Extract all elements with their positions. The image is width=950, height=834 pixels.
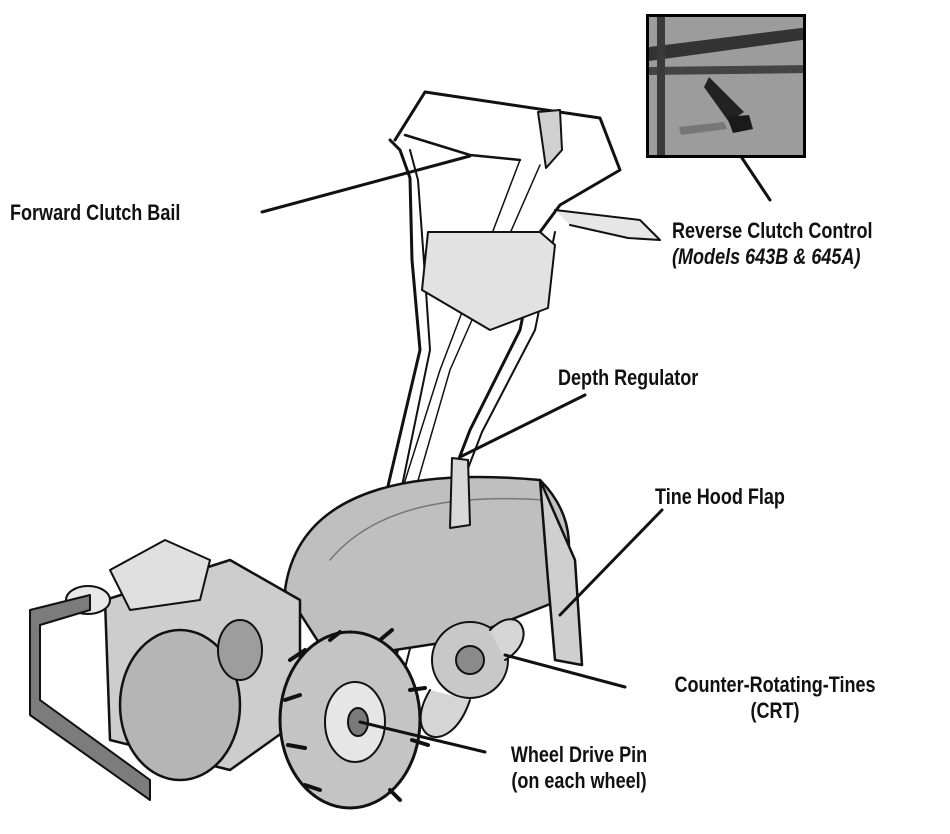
leader-forward-clutch-bail [260, 154, 472, 214]
reverse-clutch-models-text: (Models 643B & 645A) [672, 244, 861, 269]
leader-depth-regulator [458, 393, 587, 459]
wheel [278, 628, 430, 810]
label-reverse-clutch-control: Reverse Clutch Control (Models 643B & 64… [672, 218, 872, 270]
leader-tine-hood-flap [558, 508, 664, 617]
leader-wheel-drive-pin [358, 720, 487, 754]
tine-hood [283, 475, 571, 662]
forward-clutch-bail [403, 133, 522, 162]
label-tine-hood-flap: Tine Hood Flap [655, 484, 785, 509]
dash-panel [421, 231, 556, 331]
wheel-pin-line1: Wheel Drive Pin [510, 742, 648, 767]
wheel-pin-line2: (on each wheel) [511, 768, 647, 793]
counter-rotating-tines [419, 618, 525, 738]
handlebar-frame [393, 90, 622, 234]
crt-line1: Counter-Rotating-Tines [674, 672, 876, 697]
crt-line2: (CRT) [750, 698, 800, 723]
tine-hood-flap [538, 478, 584, 667]
depth-regulator-lever [449, 457, 471, 529]
reverse-clutch-control-text: Reverse Clutch Control [672, 218, 873, 243]
leader-crt [503, 653, 627, 689]
front-bumper [29, 594, 151, 801]
label-wheel-drive-pin: Wheel Drive Pin (on each wheel) [490, 742, 669, 794]
reverse-clutch-inset-photo [646, 14, 806, 158]
label-counter-rotating-tines: Counter-Rotating-Tines (CRT) [641, 672, 908, 724]
label-forward-clutch-bail: Forward Clutch Bail [10, 200, 181, 225]
inset-photo-art [649, 17, 803, 155]
label-depth-regulator: Depth Regulator [558, 365, 699, 390]
